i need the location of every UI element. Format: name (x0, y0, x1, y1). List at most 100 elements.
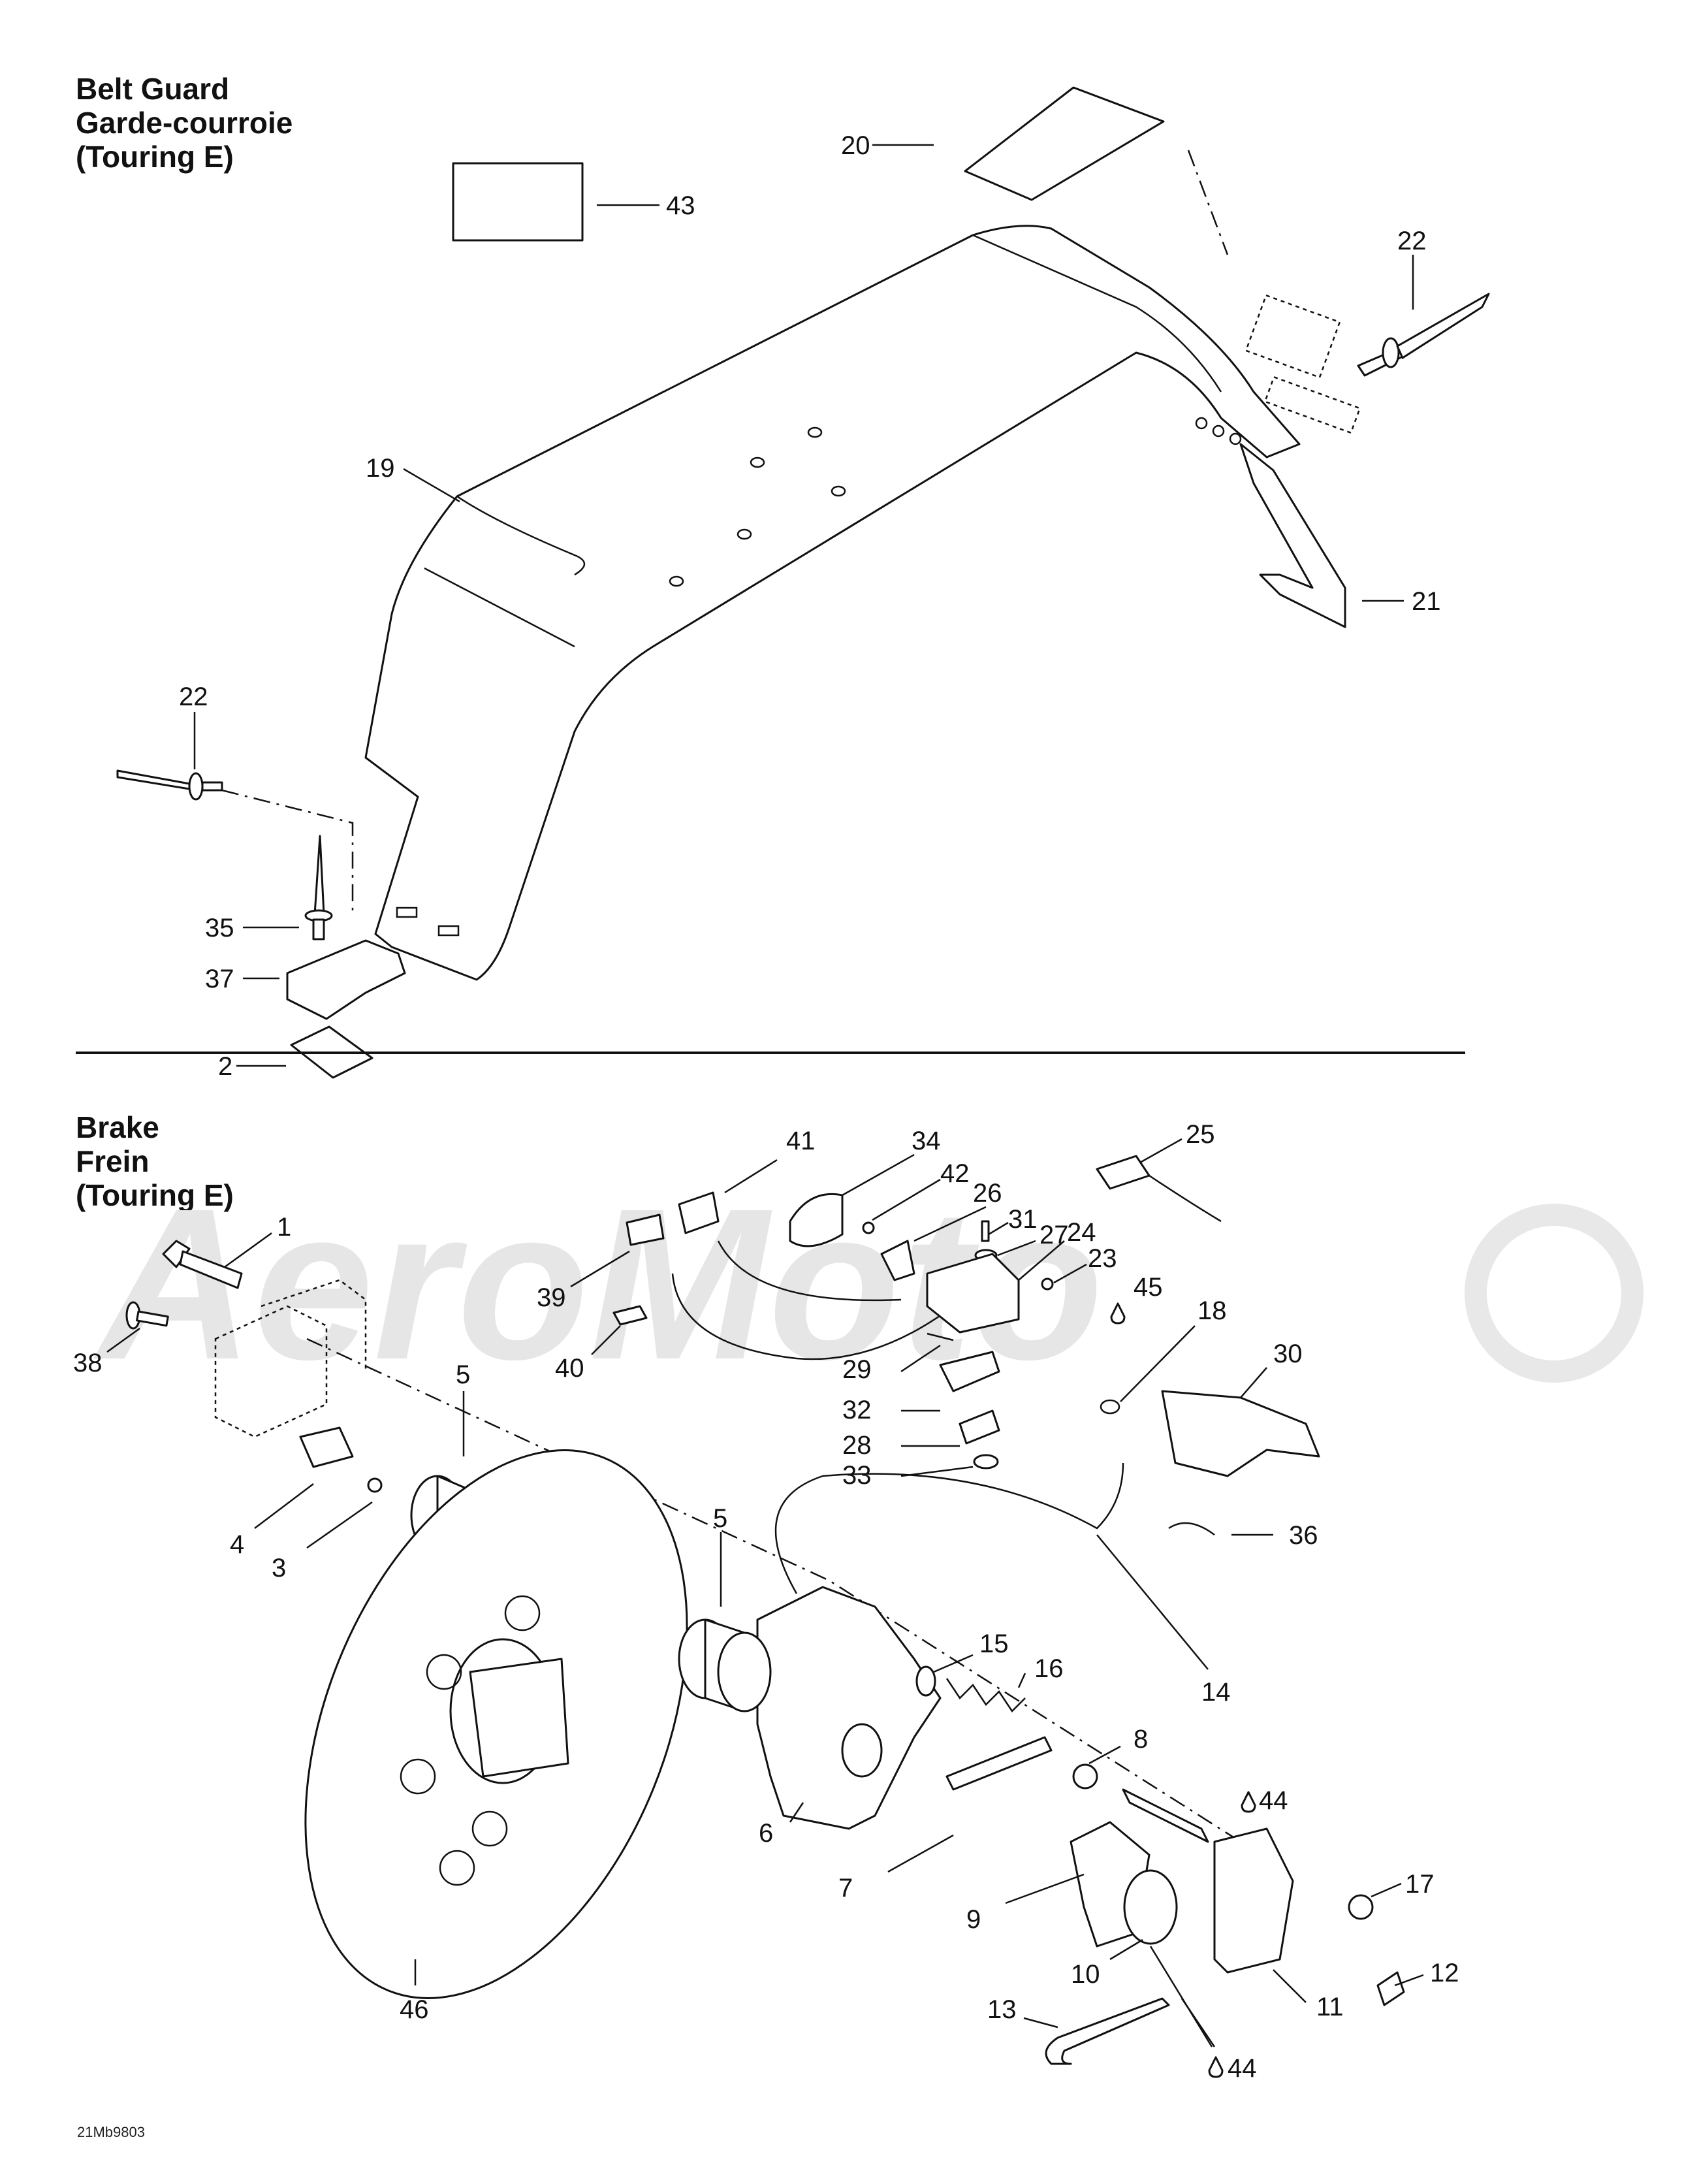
callout-29: 29 (842, 1355, 872, 1384)
lube-drop-44-top (1241, 1791, 1256, 1813)
callout-25: 25 (1186, 1120, 1215, 1149)
callout-30: 30 (1273, 1340, 1303, 1368)
callout-33: 33 (842, 1461, 872, 1490)
callout-38: 38 (73, 1349, 103, 1377)
callout-15: 15 (979, 1630, 1009, 1658)
wire-harness (671, 1273, 954, 1360)
pin-13 (1045, 1997, 1170, 2065)
callout-32: 32 (842, 1396, 872, 1424)
brake-title: Brake Frein (Touring E) (76, 1110, 234, 1212)
rivet-22-top (1357, 293, 1490, 377)
callout-41: 41 (786, 1127, 816, 1155)
plate-26 (880, 1240, 915, 1281)
callouts: 20 43 22 19 21 22 35 37 2 41 34 42 (73, 131, 1459, 2083)
nut-8 (1072, 1763, 1098, 1790)
callout-9: 9 (966, 1905, 981, 1934)
connector-39 (626, 1213, 665, 1246)
callout-31: 31 (1008, 1205, 1038, 1234)
callout-39: 39 (537, 1283, 566, 1312)
belt-guard-title-fr: Garde-courroie (76, 106, 293, 140)
callout-10: 10 (1071, 1960, 1100, 1989)
brake-title-en: Brake (76, 1110, 159, 1144)
spring-16 (945, 1678, 1026, 1712)
callout-5-right: 5 (713, 1504, 727, 1533)
cap-34 (789, 1193, 844, 1247)
clip-12 (1376, 1971, 1405, 2006)
belt-guard-title-en: Belt Guard (76, 72, 230, 106)
lube-drop-44-bottom (1208, 2056, 1224, 2078)
belt-guard-title-model: (Touring E) (76, 140, 234, 174)
callout-46: 46 (400, 1995, 429, 2024)
belt-guard-title: Belt Guard Garde-courroie (Touring E) (76, 72, 293, 174)
callout-4: 4 (230, 1530, 244, 1559)
wire-harness-2 (717, 1240, 902, 1302)
bracket-21 (1239, 443, 1346, 628)
callout-12: 12 (1430, 1959, 1459, 1987)
link-28 (959, 1409, 1000, 1445)
screw-23 (1041, 1277, 1054, 1291)
callout-7: 7 (838, 1874, 853, 1903)
callout-5-left: 5 (456, 1360, 470, 1389)
decal-43 (452, 162, 584, 242)
callout-11: 11 (1316, 1993, 1344, 2021)
callout-24: 24 (1067, 1218, 1096, 1247)
brake-title-fr: Frein (76, 1144, 150, 1178)
washer-33 (973, 1454, 999, 1469)
callout-8: 8 (1134, 1725, 1148, 1754)
callout-14: 14 (1201, 1678, 1231, 1707)
callout-34: 34 (912, 1127, 941, 1155)
screw-3 (367, 1477, 383, 1493)
rod-14 (1122, 1788, 1209, 1843)
housing-11 (1213, 1827, 1294, 1974)
callout-6: 6 (759, 1819, 773, 1848)
callout-13: 13 (987, 1995, 1017, 2024)
callout-44-top: 44 (1259, 1786, 1288, 1815)
ghost-parts-top (1187, 150, 1361, 434)
screw-38 (125, 1301, 169, 1330)
callout-36: 36 (1289, 1521, 1318, 1550)
screw-42 (862, 1221, 875, 1234)
callout-3: 3 (272, 1554, 286, 1582)
callout-35: 35 (205, 914, 234, 942)
callout-42: 42 (940, 1159, 970, 1188)
callout-27: 27 (1039, 1221, 1069, 1249)
nut-17 (1348, 1894, 1374, 1920)
callout-22-top: 22 (1397, 227, 1427, 255)
callout-22-left: 22 (179, 682, 208, 711)
connector-41 (678, 1191, 720, 1234)
rivet-22-left (116, 769, 354, 914)
decal-20 (964, 86, 1165, 201)
callout-19: 19 (366, 454, 395, 483)
callout-40: 40 (555, 1354, 584, 1383)
callout-28: 28 (842, 1431, 872, 1460)
pin-29 (927, 1332, 954, 1341)
terminal-40 (612, 1305, 648, 1326)
callout-2: 2 (218, 1052, 232, 1081)
mount-block (214, 1279, 367, 1438)
clip-18 (1100, 1399, 1120, 1415)
brake-title-model: (Touring E) (76, 1178, 234, 1212)
callout-45: 45 (1134, 1273, 1163, 1302)
belt-guard-19 (364, 225, 1301, 981)
brake-disc-46 (304, 1449, 688, 1999)
callout-43: 43 (666, 191, 695, 220)
callout-17: 17 (1405, 1870, 1435, 1899)
bolt-1 (162, 1240, 243, 1289)
gear-10 (1123, 1869, 1178, 1945)
lever-32 (939, 1351, 1000, 1392)
callout-44-bottom: 44 (1228, 2054, 1257, 2083)
callout-37: 37 (205, 965, 234, 993)
cable-14 (774, 1462, 1124, 1594)
clip-37 (286, 939, 406, 1020)
tie-wrap-36 (1168, 1522, 1215, 1536)
washer-15 (915, 1665, 936, 1697)
lever-30 (1161, 1390, 1320, 1477)
switch-25-wire (1149, 1174, 1222, 1223)
watermark-wheel (1465, 1204, 1643, 1383)
diagram-code: 21Mb9803 (77, 2124, 145, 2140)
bracket-4 (299, 1426, 354, 1468)
bearing-5-right (678, 1618, 772, 1712)
callout-16: 16 (1034, 1654, 1064, 1683)
rivet-35 (304, 835, 333, 940)
